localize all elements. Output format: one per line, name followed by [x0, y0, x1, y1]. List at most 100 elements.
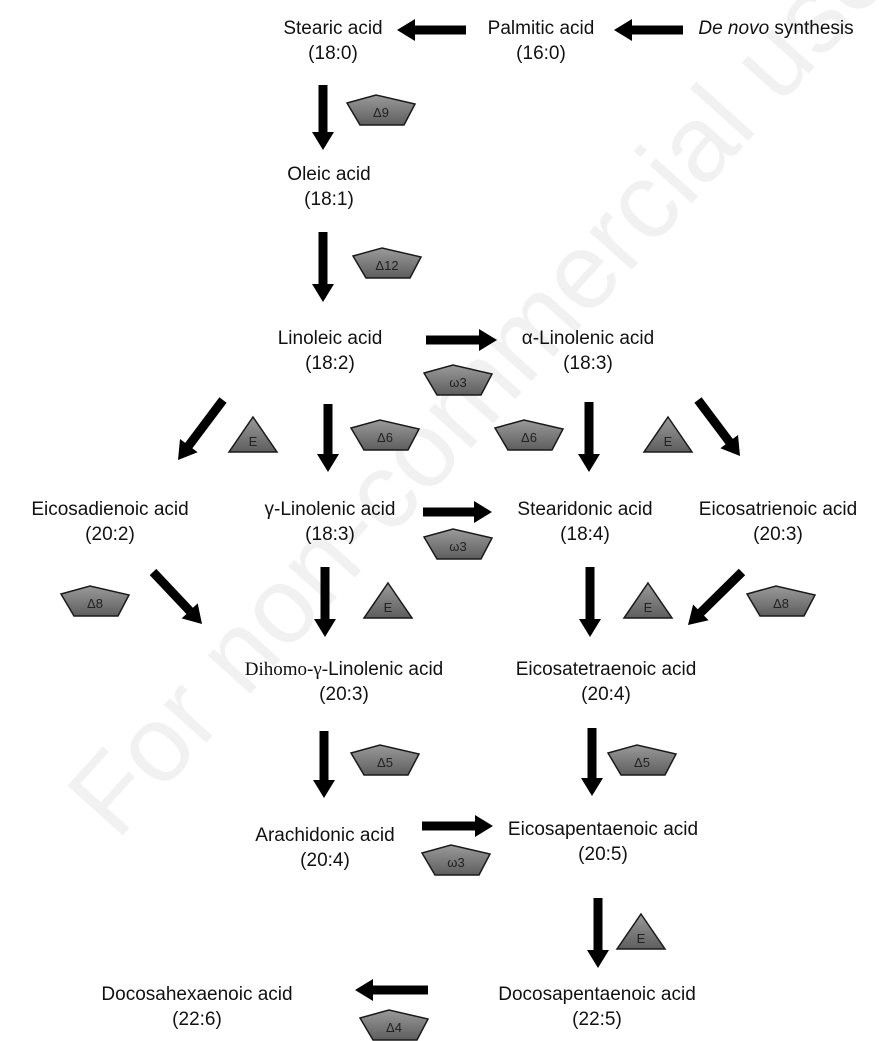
enzyme-label: ω3 [449, 539, 466, 554]
enzyme-pentagon-w3-b: ω3 [422, 528, 494, 560]
node-name: Eicosatetraenoic acid [515, 659, 697, 680]
node-alpha-linolenic-acid: α-Linolenic acid (18:3) [522, 326, 654, 376]
arrow-linoleic-to-glinolenic [317, 404, 339, 472]
node-gamma-linolenic-acid: γ-Linolenic acid (18:3) [265, 497, 396, 547]
enzyme-pentagon-d8-right: Δ8 [745, 585, 817, 617]
node-formula: (18:2) [305, 353, 355, 374]
arrow-dpa-to-dha [355, 979, 428, 1001]
enzyme-triangle-e-mid: E [362, 581, 414, 619]
arrow-epa-to-dpa [587, 898, 609, 968]
node-formula: (16:0) [516, 43, 566, 64]
node-formula: (20:3) [753, 524, 803, 545]
arrow-stearidonic-to-eicosatetraenoic [579, 567, 601, 637]
node-eicosadienoic-acid: Eicosadienoic acid (20:2) [31, 497, 188, 547]
enzyme-label: Δ5 [634, 755, 650, 770]
enzyme-label: E [637, 931, 646, 946]
enzyme-shape [642, 415, 694, 453]
arrow-linoleic-to-alinolenic [426, 329, 497, 351]
enzyme-label: Δ8 [773, 596, 789, 611]
enzyme-shape [358, 1009, 430, 1041]
enzyme-shape [420, 844, 492, 876]
enzyme-shape [59, 585, 131, 617]
node-name: Eicosapentaenoic acid [507, 819, 699, 840]
enzyme-label: ω3 [449, 375, 466, 390]
enzyme-shape [615, 912, 667, 950]
node-stearidonic-acid: Stearidonic acid (18:4) [517, 497, 652, 547]
enzyme-shape [422, 364, 494, 396]
node-name: De novo synthesis [698, 16, 853, 41]
enzyme-shape [622, 581, 674, 619]
enzyme-label: Δ8 [87, 596, 103, 611]
node-name: Dihomo-γ-Linolenic acid [245, 657, 443, 682]
node-name: Stearic acid [283, 18, 383, 39]
enzyme-pentagon-d12: Δ12 [351, 247, 423, 279]
node-formula: (18:3) [563, 353, 613, 374]
enzyme-label: Δ9 [373, 105, 389, 120]
enzyme-triangle-e-bottom: E [615, 912, 667, 950]
enzyme-label: Δ12 [375, 258, 398, 273]
enzyme-label: Δ6 [521, 430, 537, 445]
arrow-eicosatrienoic-to-eicosatetraenoic [688, 568, 746, 625]
enzyme-label: Δ4 [386, 1020, 402, 1035]
enzyme-shape [493, 419, 565, 451]
arrow-glinolenic-to-dihomo [314, 567, 336, 637]
node-formula: (20:3) [319, 684, 369, 705]
arrow-dihomo-to-arachidonic [313, 731, 335, 798]
enzyme-shape [422, 528, 494, 560]
enzyme-label: ω3 [447, 855, 464, 870]
enzyme-label: Δ5 [377, 755, 393, 770]
enzyme-shape [745, 585, 817, 617]
enzyme-label: E [384, 600, 393, 615]
enzyme-triangle-e-mid-right: E [622, 581, 674, 619]
enzyme-pentagon-w3-a: ω3 [422, 364, 494, 396]
node-name-italic: De novo [698, 18, 770, 39]
arrow-oleic-to-linoleic [312, 232, 334, 302]
node-de-novo-synthesis: De novo synthesis [698, 16, 853, 41]
node-docosapentaenoic-acid: Docosapentaenoic acid (22:5) [498, 982, 696, 1032]
arrow-alinolenic-to-eicosatrienoic [694, 397, 740, 456]
node-formula: (20:5) [578, 844, 628, 865]
enzyme-pentagon-d6-left: Δ6 [349, 419, 421, 451]
node-name: Docosahexaenoic acid [101, 984, 293, 1005]
node-formula: (20:4) [300, 850, 350, 871]
arrow-eicosatetraenoic-to-epa [581, 728, 603, 796]
node-docosahexaenoic-acid: Docosahexaenoic acid (22:6) [101, 982, 292, 1032]
node-eicosapentaenoic-acid: Eicosapentaenoic acid (20:5) [508, 817, 698, 867]
node-dihomo-gamma-linolenic-acid: Dihomo-γ-Linolenic acid (20:3) [245, 657, 443, 707]
node-name: Linoleic acid [277, 328, 383, 349]
enzyme-label: E [664, 434, 673, 449]
enzyme-label: Δ6 [377, 430, 393, 445]
node-name: Eicosadienoic acid [31, 499, 189, 520]
enzyme-pentagon-d8-left: Δ8 [59, 585, 131, 617]
enzyme-triangle-e-left: E [227, 415, 279, 453]
node-name: Oleic acid [287, 164, 371, 185]
node-name: Docosapentaenoic acid [498, 984, 696, 1005]
arrow-alinolenic-to-stearidonic [578, 402, 600, 472]
node-palmitic-acid: Palmitic acid (16:0) [488, 16, 595, 66]
node-name: Eicosatrienoic acid [698, 499, 858, 520]
node-name-rest: Linolenic acid [328, 659, 444, 680]
arrow-eicosadienoic-to-dihomo [149, 568, 202, 624]
arrow-denovo-to-palmitic [614, 19, 683, 41]
node-formula: (22:5) [572, 1009, 622, 1030]
enzyme-triangle-e-right: E [642, 415, 694, 453]
enzyme-label: E [249, 434, 258, 449]
node-eicosatetraenoic-acid: Eicosatetraenoic acid (20:4) [516, 657, 697, 707]
enzyme-pentagon-d9: Δ9 [345, 94, 417, 126]
node-name: Arachidonic acid [255, 825, 395, 846]
enzyme-pentagon-d5-left: Δ5 [349, 744, 421, 776]
node-name: Stearidonic acid [517, 499, 653, 520]
node-arachidonic-acid: Arachidonic acid (20:4) [255, 823, 394, 873]
arrow-stearic-to-oleic [312, 85, 334, 150]
node-stearic-acid: Stearic acid (18:0) [283, 16, 382, 66]
enzyme-pentagon-d5-right: Δ5 [606, 744, 678, 776]
arrow-arachidonic-to-epa [422, 815, 493, 837]
arrow-linoleic-to-eicosadienoic [178, 397, 227, 460]
node-oleic-acid: Oleic acid (18:1) [287, 162, 370, 212]
enzyme-shape [227, 415, 279, 453]
node-name-rest: synthesis [769, 18, 854, 39]
node-name: γ-Linolenic acid [264, 499, 396, 520]
enzyme-shape [349, 419, 421, 451]
